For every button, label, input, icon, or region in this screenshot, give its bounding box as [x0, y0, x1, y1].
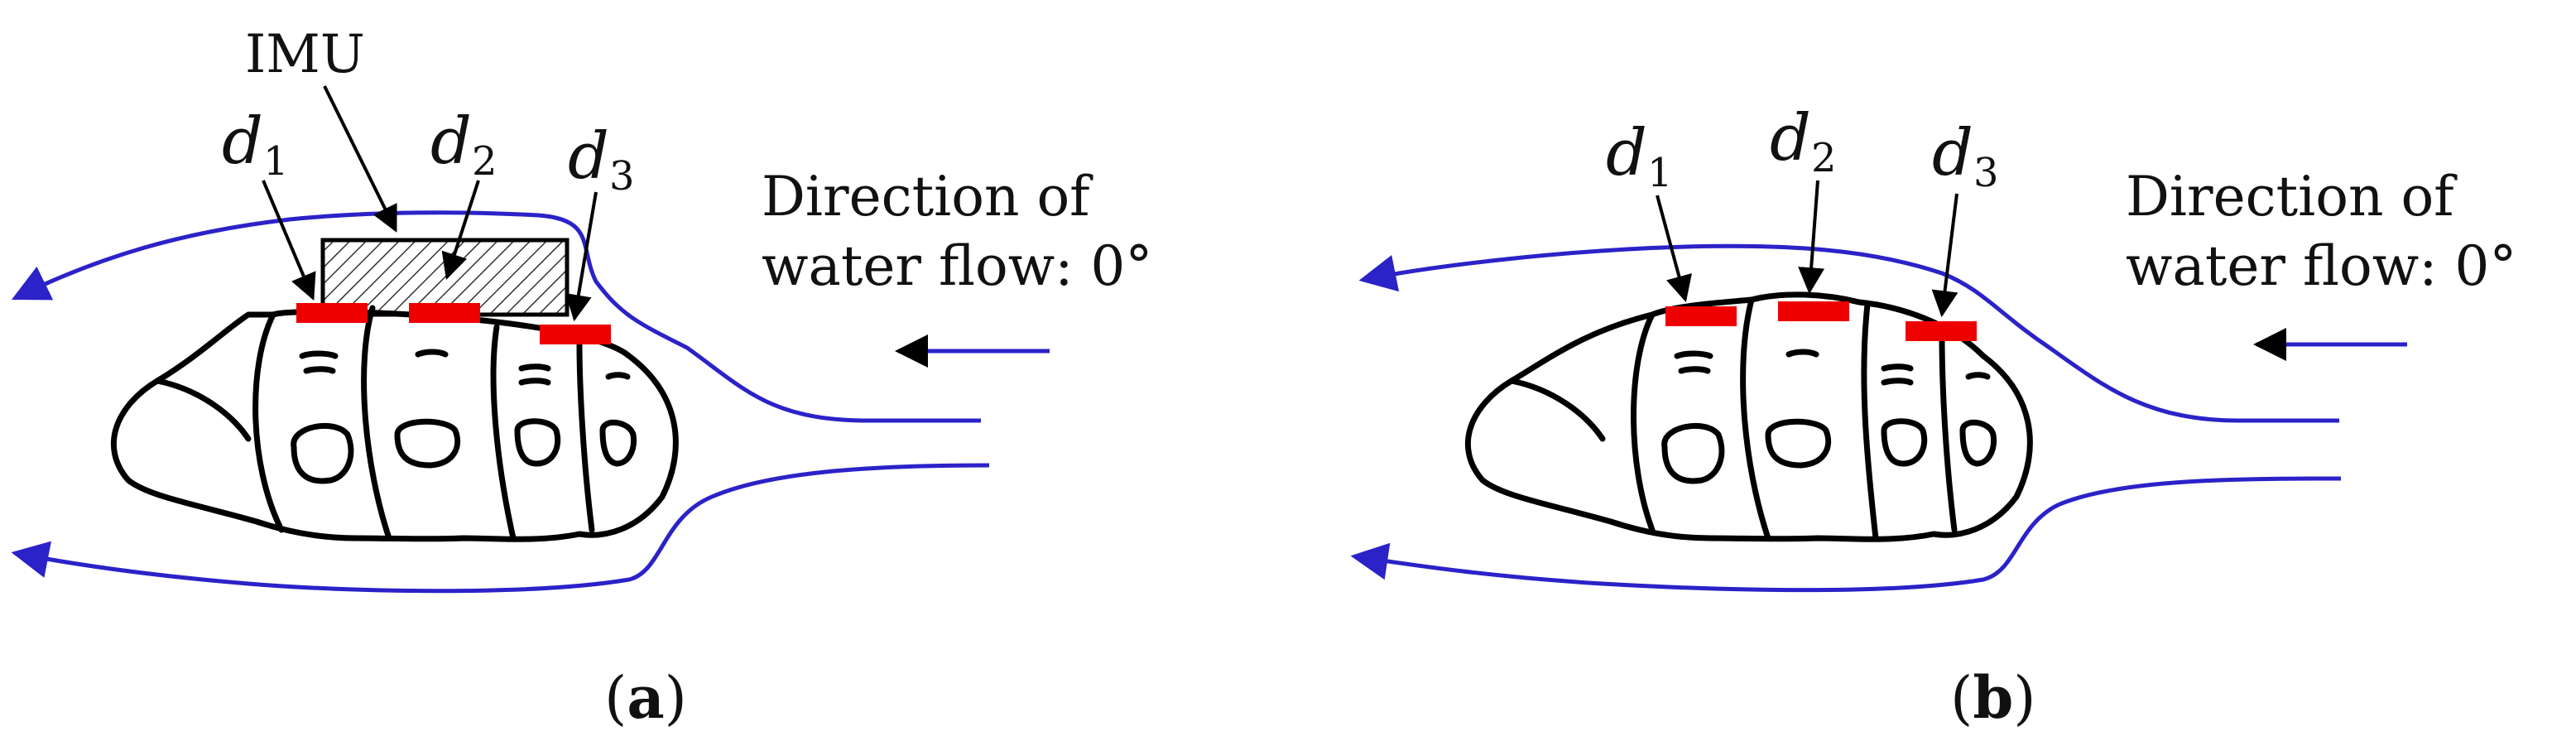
panel-b: d1 d2 d3 Direction of water flow: 0° (b): [1288, 0, 2576, 741]
sensor-label-d3: d3: [568, 119, 635, 200]
lower-streamline: [11, 463, 990, 594]
sensor-pad-d3: [1906, 321, 1977, 341]
leader-d1: [1656, 195, 1692, 303]
sensor-label-d2: d2: [1770, 101, 1837, 181]
imu-label: IMU: [245, 24, 365, 85]
leader-d2: [1798, 180, 1825, 295]
panel-a: IMU d1 d2 d3 Direction of water flow: 0°…: [11, 24, 1153, 732]
panel-caption-a: (a): [604, 663, 687, 732]
panel-b-drawing: [1350, 180, 2407, 593]
fist: [1465, 291, 2033, 542]
leader-d1: [262, 180, 316, 301]
upper-streamline: [11, 210, 981, 423]
leader-imu: [323, 85, 397, 233]
sensor-label-d2: d2: [430, 104, 497, 185]
sensor-label-d1: d1: [1606, 116, 1673, 196]
lower-streamline: [1350, 476, 2342, 593]
sensor-label-d3: d3: [1932, 116, 1999, 196]
flow-direction-label: Direction of water flow: 0°: [762, 165, 1153, 299]
sensor-label-d1: d1: [222, 104, 289, 185]
sensor-pad-d3: [540, 325, 611, 344]
fist: [111, 305, 679, 542]
panel-caption-b: (b): [1950, 663, 2036, 732]
leader-d3: [565, 191, 598, 322]
leader-d3: [1931, 193, 1958, 318]
sensor-pad-d2: [409, 303, 480, 323]
leader-d2: [441, 180, 480, 281]
flow-direction-label: Direction of water flow: 0°: [2126, 165, 2517, 299]
panel-a-drawing: [11, 85, 1050, 594]
sensor-pad-d1: [296, 303, 368, 323]
sensor-pad-d1: [1665, 306, 1737, 326]
upper-streamline: [1358, 243, 2339, 423]
sensor-pad-d2: [1778, 301, 1849, 321]
